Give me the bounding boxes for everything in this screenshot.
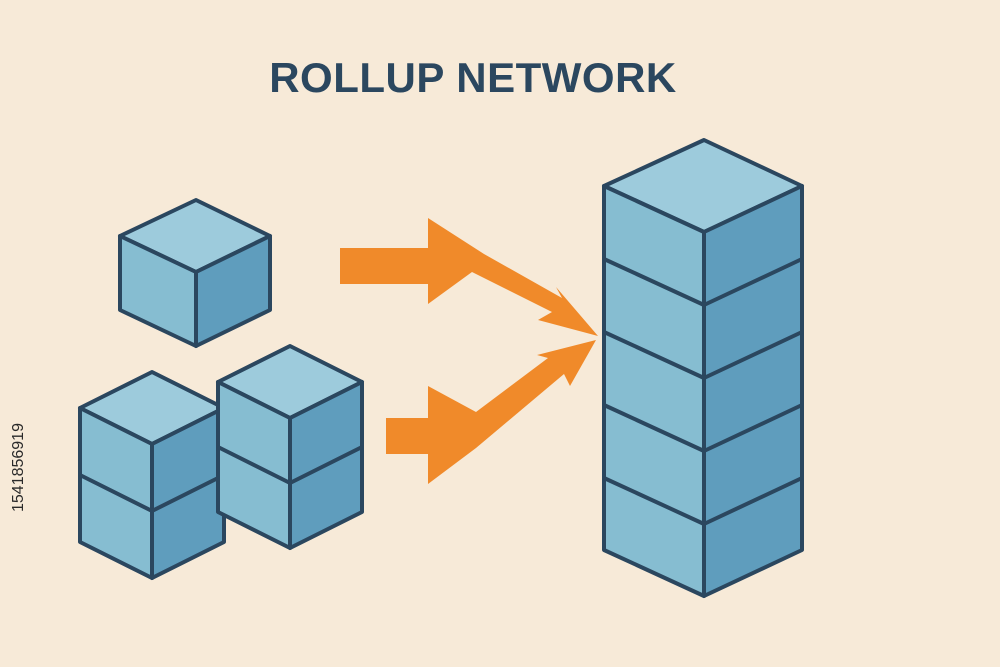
tower-divider	[603, 403, 803, 453]
diagram-title: ROLLUP NETWORK	[269, 54, 677, 101]
left-stack	[78, 370, 226, 580]
tower-divider	[603, 476, 803, 526]
cube-divider	[79, 473, 225, 513]
tower-divider	[603, 257, 803, 307]
stock-id-label: 1541856919	[10, 423, 27, 512]
arrow-lower-shape	[386, 340, 596, 484]
tower-divider	[603, 330, 803, 380]
arrow-lower	[386, 340, 596, 484]
single-cube	[118, 198, 272, 348]
arrow-upper	[340, 218, 598, 336]
tower-side-face	[702, 184, 804, 598]
rollup-tower	[602, 138, 804, 598]
middle-stack	[216, 344, 364, 550]
arrow-upper-shape	[340, 218, 598, 336]
cube-divider	[217, 445, 363, 485]
tower-front-face	[602, 184, 706, 598]
cube-side-face	[194, 234, 272, 348]
